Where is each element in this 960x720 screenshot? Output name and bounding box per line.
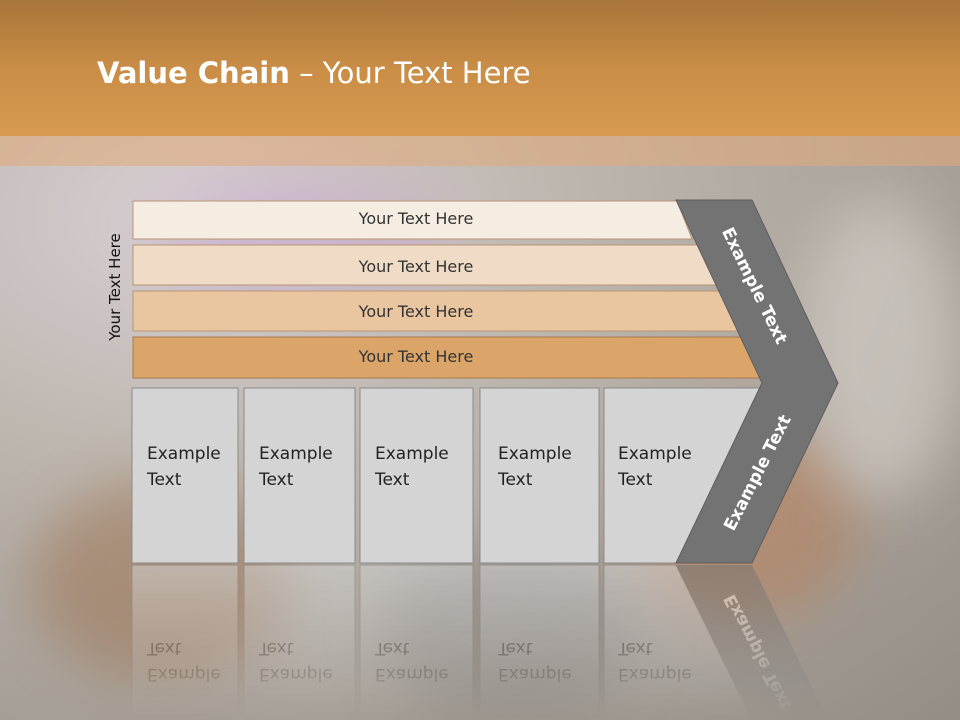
reflection-text: Example (375, 664, 449, 684)
slide-title: Value Chain – Your Text Here (97, 56, 531, 90)
header-bar (0, 0, 960, 136)
reflection-group: Example Text Example Text Example Text E… (131, 564, 829, 720)
box-3-line1: Example (375, 444, 449, 464)
reflection-text: Text (374, 638, 410, 658)
bar-4-label: Your Text Here (358, 347, 474, 366)
title-bold: Value Chain (97, 56, 290, 90)
box-4-line1: Example (498, 444, 572, 464)
box-2 (243, 387, 356, 564)
box-3-line2: Text (374, 470, 410, 490)
box-1-line2: Text (146, 470, 182, 490)
bar-1 (132, 200, 693, 240)
box-2-line2: Text (258, 470, 294, 490)
box-2-line1: Example (259, 444, 333, 464)
box-5-line1: Example (618, 444, 692, 464)
box-1-line1: Example (147, 444, 221, 464)
box-1 (131, 387, 239, 564)
box-5-line2: Text (617, 470, 653, 490)
reflection-text: Text (617, 638, 653, 658)
box-4 (479, 387, 600, 564)
reflection-text: Text (497, 638, 533, 658)
reflection-text: Example (259, 664, 333, 684)
bar-2-label: Your Text Here (358, 257, 474, 276)
chevron-arrow (675, 199, 839, 564)
reflection-text: Example (618, 664, 692, 684)
reflection-text: Text (146, 638, 182, 658)
box-4-line2: Text (497, 470, 533, 490)
reflection-text: Example (147, 664, 221, 684)
bg-texture (800, 200, 960, 500)
reflection-text: Example (498, 664, 572, 684)
header-band (0, 136, 960, 166)
bar-1-label: Your Text Here (358, 209, 474, 228)
reflection-text: Text (258, 638, 294, 658)
box-3 (359, 387, 474, 564)
title-rest: – Your Text Here (289, 56, 531, 90)
bar-3-label: Your Text Here (358, 302, 474, 321)
